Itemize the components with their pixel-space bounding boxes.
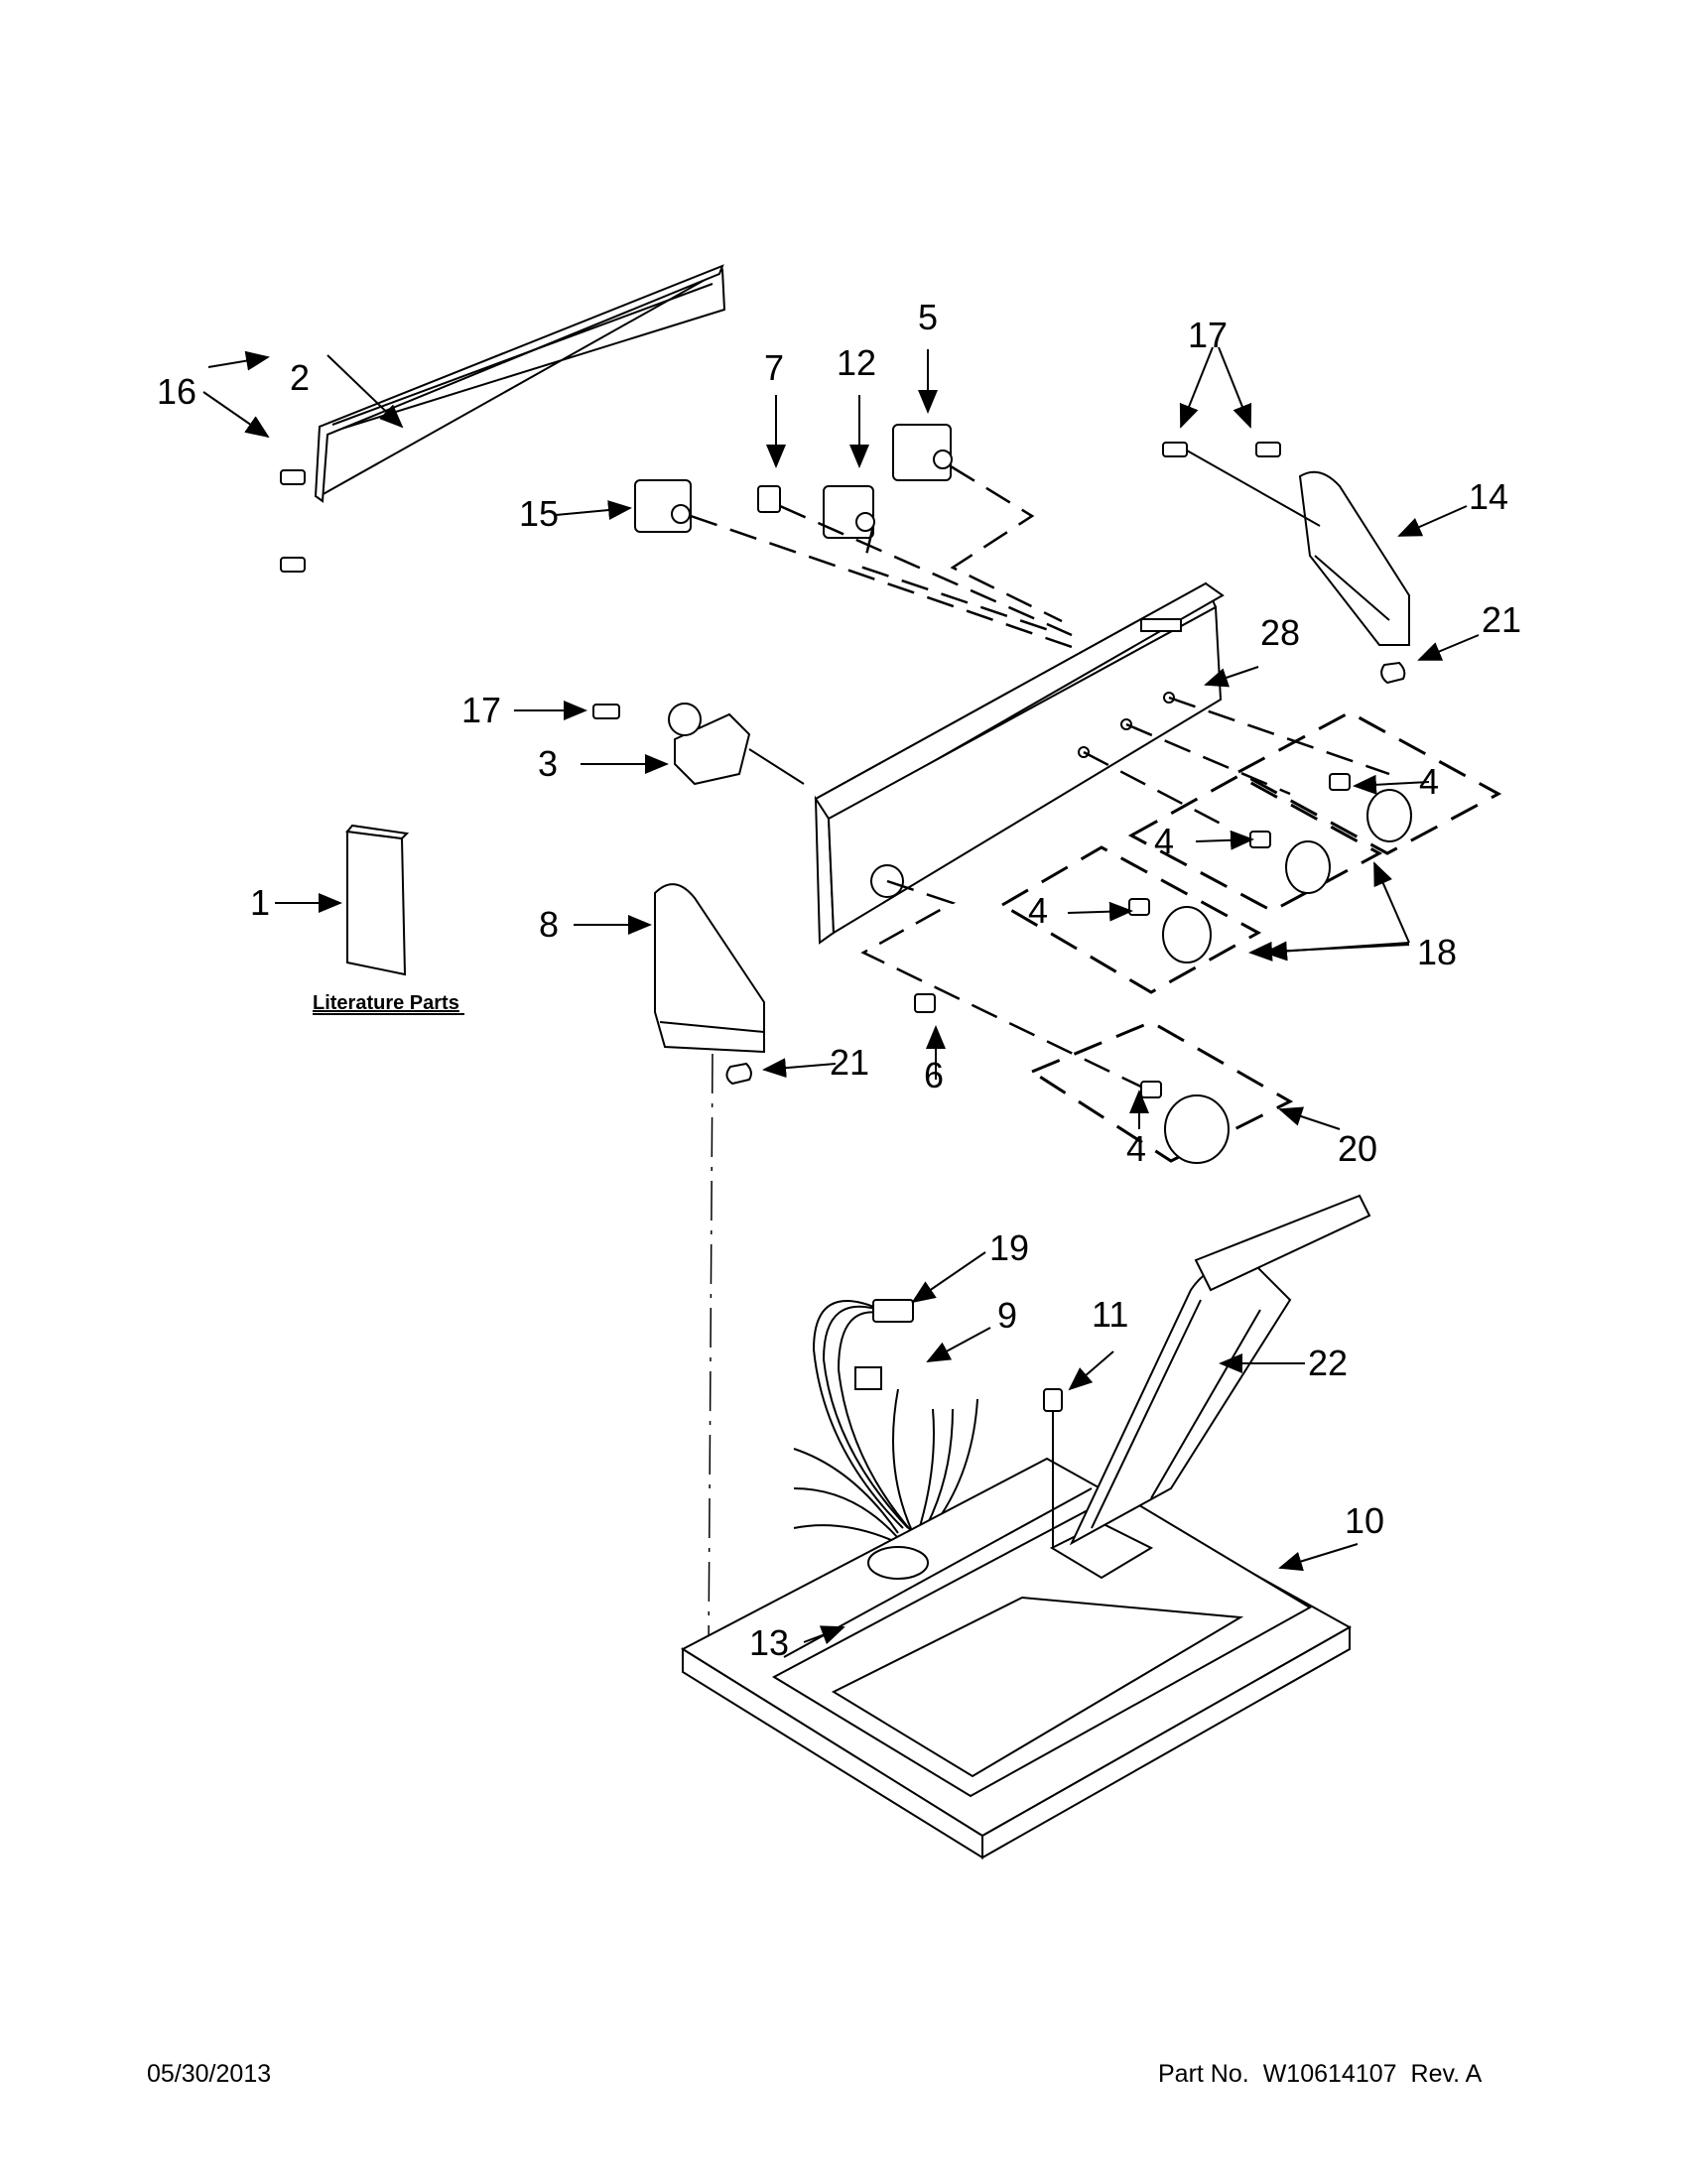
callout-4: 4 xyxy=(1154,821,1174,861)
revision: Rev. A xyxy=(1410,2060,1483,2088)
callout-17: 17 xyxy=(461,690,501,730)
footer-part-number: Part No. W10614107 Rev. A xyxy=(1158,2060,1495,2089)
callout-7: 7 xyxy=(764,347,784,388)
callout-15: 15 xyxy=(519,493,559,534)
callout-20: 20 xyxy=(1338,1128,1377,1169)
callout-6: 6 xyxy=(924,1055,944,1095)
screw-icon xyxy=(592,704,620,719)
callout-11: 11 xyxy=(1092,1294,1128,1335)
callout-13: 13 xyxy=(749,1622,789,1663)
callout-16: 16 xyxy=(157,371,196,412)
literature-booklet-part xyxy=(345,824,410,976)
part-label: Part No. xyxy=(1158,2060,1249,2088)
callout-4: 4 xyxy=(1028,890,1048,931)
callout-5: 5 xyxy=(918,297,938,337)
end-cap-left-part xyxy=(654,883,765,1054)
callout-22: 22 xyxy=(1308,1343,1348,1383)
part-number: W10614107 xyxy=(1262,2060,1397,2088)
clip-21-part xyxy=(1380,661,1406,685)
screw-icon xyxy=(280,469,306,573)
callout-21: 21 xyxy=(830,1042,869,1083)
screw-icon xyxy=(1043,1388,1063,1548)
timer-part xyxy=(668,703,805,786)
screw-icon xyxy=(1162,442,1281,457)
callout-8: 8 xyxy=(539,904,559,945)
callout-1: 1 xyxy=(250,882,270,923)
callout-19: 19 xyxy=(989,1227,1029,1268)
switch-12-part xyxy=(823,485,875,539)
clip-21-part xyxy=(725,1062,752,1086)
callout-9: 9 xyxy=(997,1295,1017,1336)
callout-21: 21 xyxy=(1482,599,1521,640)
callout-4: 4 xyxy=(1126,1128,1146,1169)
callout-14: 14 xyxy=(1469,476,1508,517)
callout-17: 17 xyxy=(1188,315,1228,355)
literature-parts-label: Literature Parts xyxy=(313,992,459,1014)
dryer-top-part xyxy=(680,1457,1353,1860)
end-cap-right-part xyxy=(1298,470,1410,646)
callout-10: 10 xyxy=(1345,1500,1384,1541)
wire-harness-part xyxy=(793,1299,978,1544)
switch-15-part xyxy=(634,479,692,533)
switch-5-part xyxy=(892,424,953,481)
console-panel-part xyxy=(814,581,1225,945)
lint-screen-part xyxy=(1069,1194,1371,1546)
callout-12: 12 xyxy=(837,342,876,383)
callout-4: 4 xyxy=(1419,761,1439,802)
callout-28: 28 xyxy=(1260,612,1300,653)
callout-18: 18 xyxy=(1417,932,1457,972)
callout-2: 2 xyxy=(290,357,310,398)
knob-part xyxy=(1128,773,1412,1164)
screw-icon xyxy=(914,993,936,1013)
rear-panel-part xyxy=(314,264,726,503)
callout-3: 3 xyxy=(538,743,558,784)
footer-date: 05/30/2013 xyxy=(147,2060,272,2088)
clip-7-part xyxy=(757,485,781,513)
